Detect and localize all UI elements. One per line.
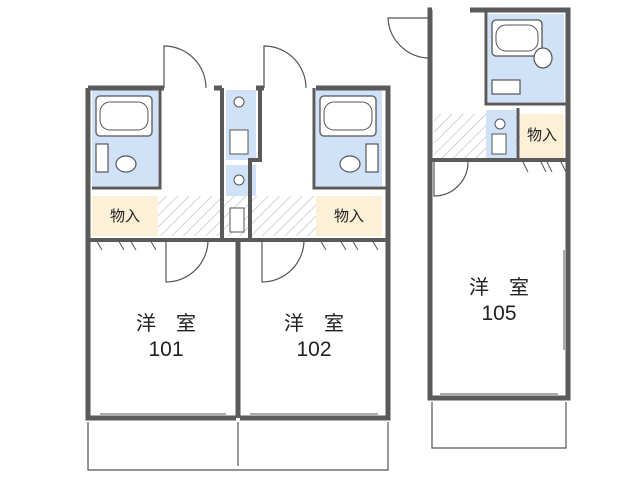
bathtub-102 bbox=[319, 95, 377, 137]
room-door-101 bbox=[165, 239, 209, 283]
toilet-105 bbox=[533, 47, 553, 69]
room-number-101: 101 bbox=[148, 338, 183, 361]
bathtub-inner-101 bbox=[99, 101, 149, 131]
storage-105 bbox=[520, 114, 564, 158]
storage-label-105: 物入 bbox=[527, 126, 557, 144]
washer-105 bbox=[491, 133, 507, 155]
entrance-door-105 bbox=[387, 17, 431, 59]
washer-space-lower bbox=[229, 207, 245, 233]
bathtub-inner-105 bbox=[495, 24, 539, 52]
drain-upper bbox=[233, 96, 245, 108]
bath-wall-101 bbox=[92, 88, 162, 190]
storage-101 bbox=[92, 196, 158, 236]
bathtub-101 bbox=[95, 95, 153, 137]
right-building: 物入 洋 室 105 bbox=[387, 7, 571, 449]
left-building: 物入 物入 洋 室 101 洋 室 102 bbox=[85, 45, 391, 471]
outer-wall-right bbox=[427, 7, 571, 401]
toilet-102 bbox=[339, 155, 361, 173]
bath-wall-105 bbox=[484, 10, 566, 106]
room-type-102: 洋 室 bbox=[284, 311, 344, 335]
storage-102 bbox=[316, 196, 382, 236]
bath-wall-102 bbox=[312, 88, 386, 190]
room-door-105 bbox=[433, 161, 469, 197]
washer-space bbox=[229, 129, 249, 155]
room-type-105: 洋 室 bbox=[469, 275, 529, 299]
storage-door-102 bbox=[319, 239, 379, 251]
storage-label-101: 物入 bbox=[110, 207, 140, 225]
room-number-105: 105 bbox=[481, 302, 516, 325]
entrance-door-101 bbox=[163, 45, 207, 89]
room-number-102: 102 bbox=[296, 338, 331, 361]
sink-101 bbox=[95, 143, 109, 173]
toilet-101 bbox=[115, 155, 137, 173]
room-door-102 bbox=[261, 239, 305, 283]
room-type-101: 洋 室 bbox=[136, 311, 196, 335]
entrance-door-102 bbox=[263, 45, 307, 89]
bathtub-105 bbox=[491, 19, 543, 57]
balcony-right bbox=[431, 402, 567, 449]
bathtub-inner-102 bbox=[323, 101, 373, 131]
sink-102 bbox=[365, 143, 379, 173]
sink-105 bbox=[491, 79, 521, 95]
drain-lower bbox=[233, 174, 245, 186]
balcony-left bbox=[87, 422, 389, 471]
drain-105 bbox=[494, 118, 506, 130]
storage-door-105 bbox=[521, 159, 567, 173]
storage-door-101 bbox=[95, 239, 157, 251]
storage-label-102: 物入 bbox=[334, 207, 364, 225]
shaft-wall bbox=[220, 88, 262, 240]
